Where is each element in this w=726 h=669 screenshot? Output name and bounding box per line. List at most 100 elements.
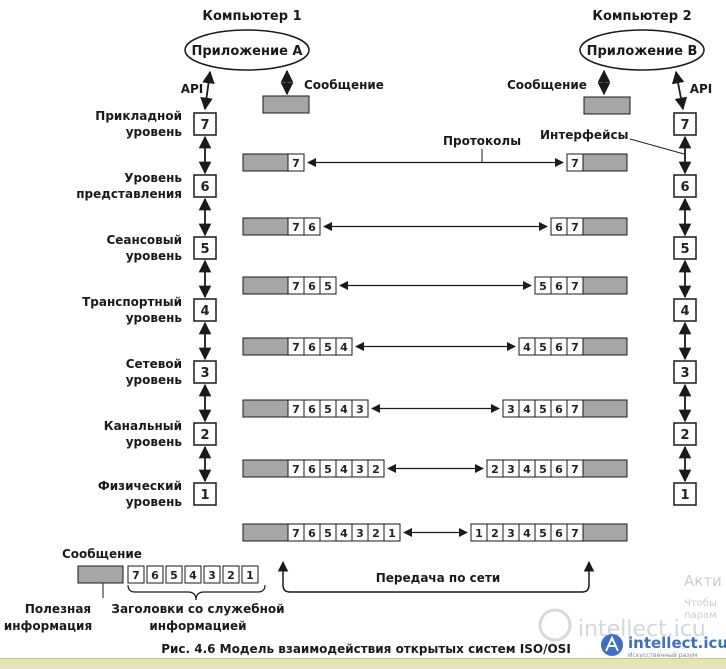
computer-2-title: Компьютер 2 — [592, 9, 691, 24]
packet-right-row-4-header-label: 6 — [555, 341, 563, 354]
packet-right-row-7-header-label: 5 — [539, 527, 547, 540]
legend-header-cell — [127, 565, 145, 584]
packet-left-row-5-header-cell — [351, 399, 369, 418]
packet-left-row-5-header-label: 4 — [340, 403, 348, 416]
packet-right-row-7-header-label: 4 — [523, 527, 531, 540]
packet-right-row-6-header-label: 2 — [491, 463, 499, 476]
packet-left-row-1-header-label: 7 — [292, 157, 300, 170]
application-b-ellipse — [579, 29, 705, 71]
packet-right-row-4-header-label: 5 — [539, 341, 547, 354]
packet-right-row-7-header-label: 7 — [571, 527, 579, 540]
packet-left-row-7-header-label: 6 — [308, 527, 316, 540]
left-layer-number-2: 2 — [200, 428, 209, 443]
left-layer-box-7 — [193, 112, 217, 136]
packet-right-row-3-header-label: 5 — [539, 280, 547, 293]
packet-left-row-3-payload — [242, 276, 289, 295]
packet-left-row-6-header-label: 2 — [372, 463, 380, 476]
right-layer-number-5: 5 — [680, 242, 689, 257]
interfaces-pointer — [629, 138, 685, 155]
right-layer-box-1 — [673, 482, 697, 506]
application-a-ellipse — [184, 29, 310, 71]
packet-left-row-5-payload — [242, 399, 289, 418]
packet-left-row-3-header-label: 7 — [292, 280, 300, 293]
packet-left-row-2-payload — [242, 217, 289, 236]
legend-header-cell — [165, 565, 183, 584]
packet-left-row-7-header-label: 7 — [292, 527, 300, 540]
right-layer-number-2: 2 — [680, 428, 689, 443]
legend-header-label: 4 — [189, 569, 197, 582]
left-layer-number-7: 7 — [200, 118, 209, 133]
headers-brace — [127, 584, 266, 601]
layer-name-1-line-2: уровень — [126, 495, 183, 509]
packet-right-row-5-payload — [582, 399, 628, 418]
headers-label-line-2: информацией — [149, 619, 246, 633]
packet-left-row-4-header-label: 6 — [308, 341, 316, 354]
layer-name-4-line-2: уровень — [126, 311, 183, 325]
api-right-arrow — [671, 70, 688, 111]
packet-left-row-6-header-label: 5 — [324, 463, 332, 476]
packet-left-row-2-header-label: 7 — [292, 221, 300, 234]
packet-right-row-5-header-label: 6 — [555, 403, 563, 416]
packet-left-row-5-header-label: 5 — [324, 403, 332, 416]
packet-left-row-4-header-label: 5 — [324, 341, 332, 354]
layer-name-2-line-2: уровень — [126, 435, 183, 449]
legend-payload — [77, 565, 124, 584]
packet-left-row-5-header-label: 3 — [356, 403, 364, 416]
headers-label-line-1: Заголовки со служебной — [111, 602, 284, 616]
packet-left-row-1-header-cell — [287, 153, 305, 172]
packet-left-row-1-payload — [242, 153, 289, 172]
packet-left-row-6-header-cell — [367, 459, 385, 478]
packet-right-row-2-payload — [582, 217, 628, 236]
packet-right-row-7-header-label: 2 — [491, 527, 499, 540]
packet-right-row-5-header-label: 3 — [507, 403, 515, 416]
layer-names: ПрикладнойуровеньУровеньпредставленияСеа… — [76, 109, 182, 509]
packet-right-row-7-header-label: 1 — [475, 527, 483, 540]
packet-right-row-4-header-label: 7 — [571, 341, 579, 354]
watermark-activate-3: парам — [684, 610, 717, 621]
right-layer-box-2 — [673, 422, 697, 446]
packet-left-row-3-header-label: 5 — [324, 280, 332, 293]
packet-left-row-6-header-label: 6 — [308, 463, 316, 476]
packet-right-row-3-header-label: 6 — [555, 280, 563, 293]
left-layer-number-4: 4 — [200, 304, 209, 319]
layer-name-4-line-1: Транспортный — [82, 295, 182, 309]
packet-left-row-7-header-cell — [383, 523, 401, 542]
packet-left-row-7-header-label: 5 — [324, 527, 332, 540]
legend-header-label: 7 — [132, 569, 140, 582]
legend-header-label: 5 — [170, 569, 178, 582]
packet-right-row-6-header-label: 6 — [555, 463, 563, 476]
right-layer-box-5 — [673, 236, 697, 260]
right-layer-number-6: 6 — [680, 180, 689, 195]
layer-name-5-line-2: уровень — [126, 249, 183, 263]
payload-label-line-1: Полезная — [25, 602, 91, 616]
packet-right-row-4-payload — [582, 337, 628, 356]
packet-right-row-5-header-label: 7 — [571, 403, 579, 416]
network-transfer-arrow — [277, 560, 595, 593]
right-layer-number-3: 3 — [680, 366, 689, 381]
right-layer-number-1: 1 — [680, 488, 689, 503]
packet-right-row-4-header-label: 4 — [523, 341, 531, 354]
message-left-payload — [262, 95, 310, 114]
api-left-label: API — [181, 82, 204, 96]
packet-right-row-1-header-label: 7 — [571, 157, 579, 170]
packet-right-row-2-header-label: 7 — [571, 221, 579, 234]
right-layer-box-4 — [673, 298, 697, 322]
packet-right-row-3-header-label: 7 — [571, 280, 579, 293]
layer-name-6-line-2: представления — [76, 187, 182, 201]
packet-right-row-7-header-label: 3 — [507, 527, 515, 540]
figure-caption: Рис. 4.6 Модель взаимодействия открытых … — [161, 642, 571, 656]
packet-left-row-6-header-label: 4 — [340, 463, 348, 476]
application-a-label: Приложение A — [192, 44, 303, 59]
packet-left-row-4-header-label: 7 — [292, 341, 300, 354]
layer-name-1-line-1: Физический — [98, 479, 182, 493]
packet-left-row-6-header-label: 7 — [292, 463, 300, 476]
legend-header-cell — [203, 565, 221, 584]
legend-header-cell — [222, 565, 240, 584]
packet-right-row-6-header-label: 5 — [539, 463, 547, 476]
packet-left-row-5-header-label: 6 — [308, 403, 316, 416]
legend-header-label: 2 — [227, 569, 235, 582]
layer-name-6-line-1: Уровень — [124, 171, 182, 185]
